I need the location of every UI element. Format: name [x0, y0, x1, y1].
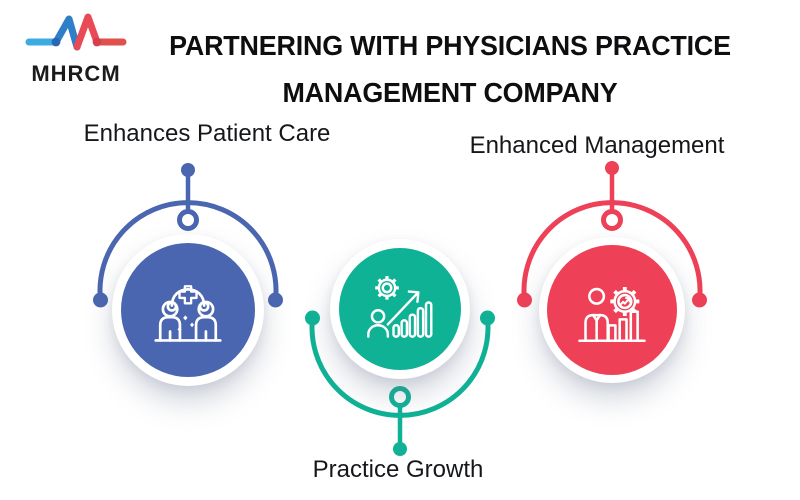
practice-growth-label: Practice Growth [312, 456, 484, 483]
enhanced-management-label: Enhanced Management [469, 132, 725, 159]
mhrcm-logo: MHRCM [20, 10, 132, 87]
enhanced-management-node [539, 237, 685, 383]
growth-chart-icon [367, 276, 433, 338]
practice-growth-node [330, 239, 470, 379]
management-gear-icon [578, 286, 646, 343]
title-line1: PARTNERING WITH PHYSICIANS PRACTICE [169, 30, 731, 61]
pulse-heartbeat-icon [25, 13, 127, 51]
enhanced-management-circle [547, 245, 677, 375]
patient-care-label: Enhances Patient Care [83, 120, 331, 147]
page-title: PARTNERING WITH PHYSICIANS PRACTICE MANA… [152, 22, 747, 116]
logo-text: MHRCM [31, 61, 121, 86]
title-line2: MANAGEMENT COMPANY [282, 77, 618, 108]
patient-care-node [112, 234, 264, 386]
patient-care-circle [121, 243, 255, 377]
medical-team-icon [154, 285, 222, 342]
practice-growth-circle [339, 248, 461, 370]
